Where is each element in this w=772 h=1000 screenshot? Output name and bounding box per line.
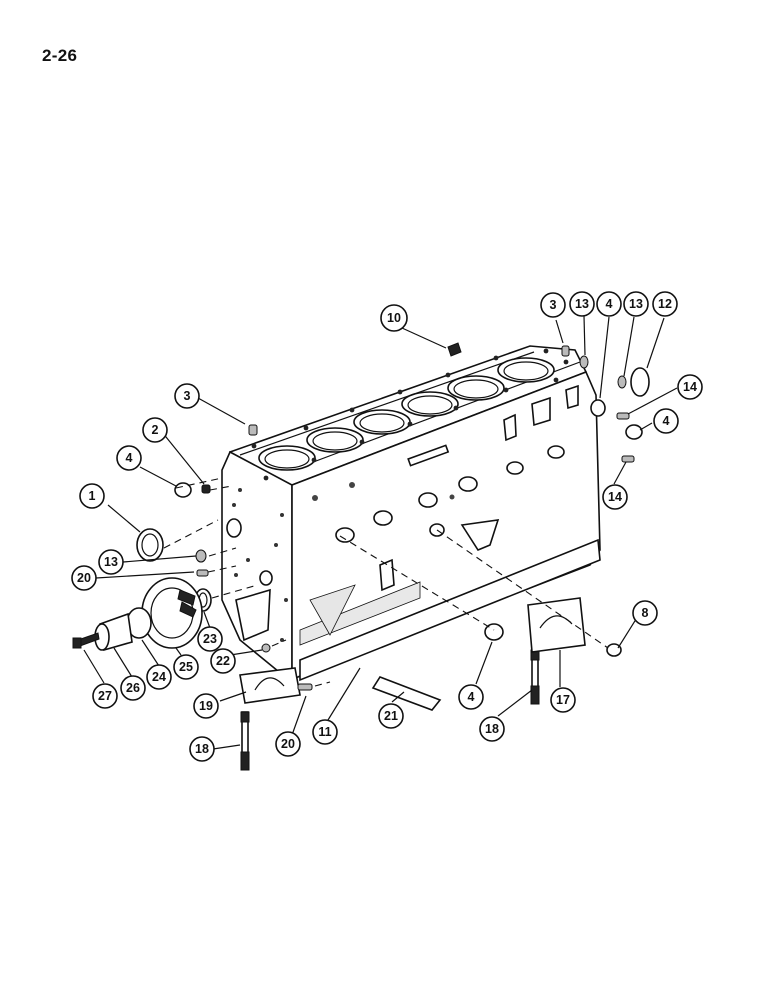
cylinder-block [221,345,601,682]
callout-18: 18 [189,736,215,762]
callout-4: 4 [458,684,484,710]
callout-14: 14 [602,484,628,510]
callout-13: 13 [98,549,124,575]
callout-4: 4 [653,408,679,434]
callout-24: 24 [146,664,172,690]
callout-8: 8 [632,600,658,626]
callout-22: 22 [210,648,236,674]
svg-text:20: 20 [77,571,91,585]
svg-text:12: 12 [658,297,672,311]
callout-20: 20 [275,731,301,757]
callout-21: 21 [378,703,404,729]
callout-11: 11 [312,719,338,745]
svg-text:18: 18 [195,742,209,756]
callout-14: 14 [677,374,703,400]
svg-text:17: 17 [556,693,570,707]
svg-text:27: 27 [98,689,112,703]
callout-2: 2 [142,417,168,443]
svg-text:25: 25 [179,660,193,674]
callout-23: 23 [197,626,223,652]
callout-13: 13 [623,291,649,317]
assembly-lines [163,477,609,687]
svg-text:10: 10 [387,311,401,325]
svg-text:19: 19 [199,699,213,713]
callout-25: 25 [173,654,199,680]
leader-lines [83,315,678,750]
svg-text:8: 8 [642,606,649,620]
callout-26: 26 [120,675,146,701]
svg-text:1: 1 [89,489,96,503]
svg-text:4: 4 [606,297,613,311]
svg-text:23: 23 [203,632,217,646]
callout-4: 4 [116,445,142,471]
main-bearing-bolt [240,711,250,771]
svg-text:14: 14 [608,490,622,504]
callout-4: 4 [596,291,622,317]
svg-text:4: 4 [126,451,133,465]
svg-text:20: 20 [281,737,295,751]
svg-text:13: 13 [629,297,643,311]
callout-13: 13 [569,291,595,317]
svg-text:4: 4 [663,414,670,428]
page-number: 2-26 [42,46,78,65]
callout-10: 10 [380,304,408,332]
callout-12: 12 [652,291,678,317]
svg-text:21: 21 [384,709,398,723]
svg-text:13: 13 [104,555,118,569]
svg-text:22: 22 [216,654,230,668]
callout-27: 27 [92,683,118,709]
callout-18: 18 [479,716,505,742]
callout-19: 19 [193,693,219,719]
svg-text:3: 3 [550,298,557,312]
svg-text:3: 3 [184,389,191,403]
svg-text:24: 24 [152,670,166,684]
svg-text:18: 18 [485,722,499,736]
svg-text:14: 14 [683,380,697,394]
loose-parts [72,342,650,771]
svg-text:13: 13 [575,297,589,311]
callout-17: 17 [550,687,576,713]
svg-text:11: 11 [318,725,331,739]
callout-20: 20 [71,565,97,591]
svg-text:2: 2 [152,423,159,437]
callout-3: 3 [540,292,566,318]
main-bearing-bolt [530,649,540,705]
callout-3: 3 [174,383,200,409]
svg-text:4: 4 [468,690,475,704]
svg-text:26: 26 [126,681,140,695]
callout-1: 1 [79,483,105,509]
